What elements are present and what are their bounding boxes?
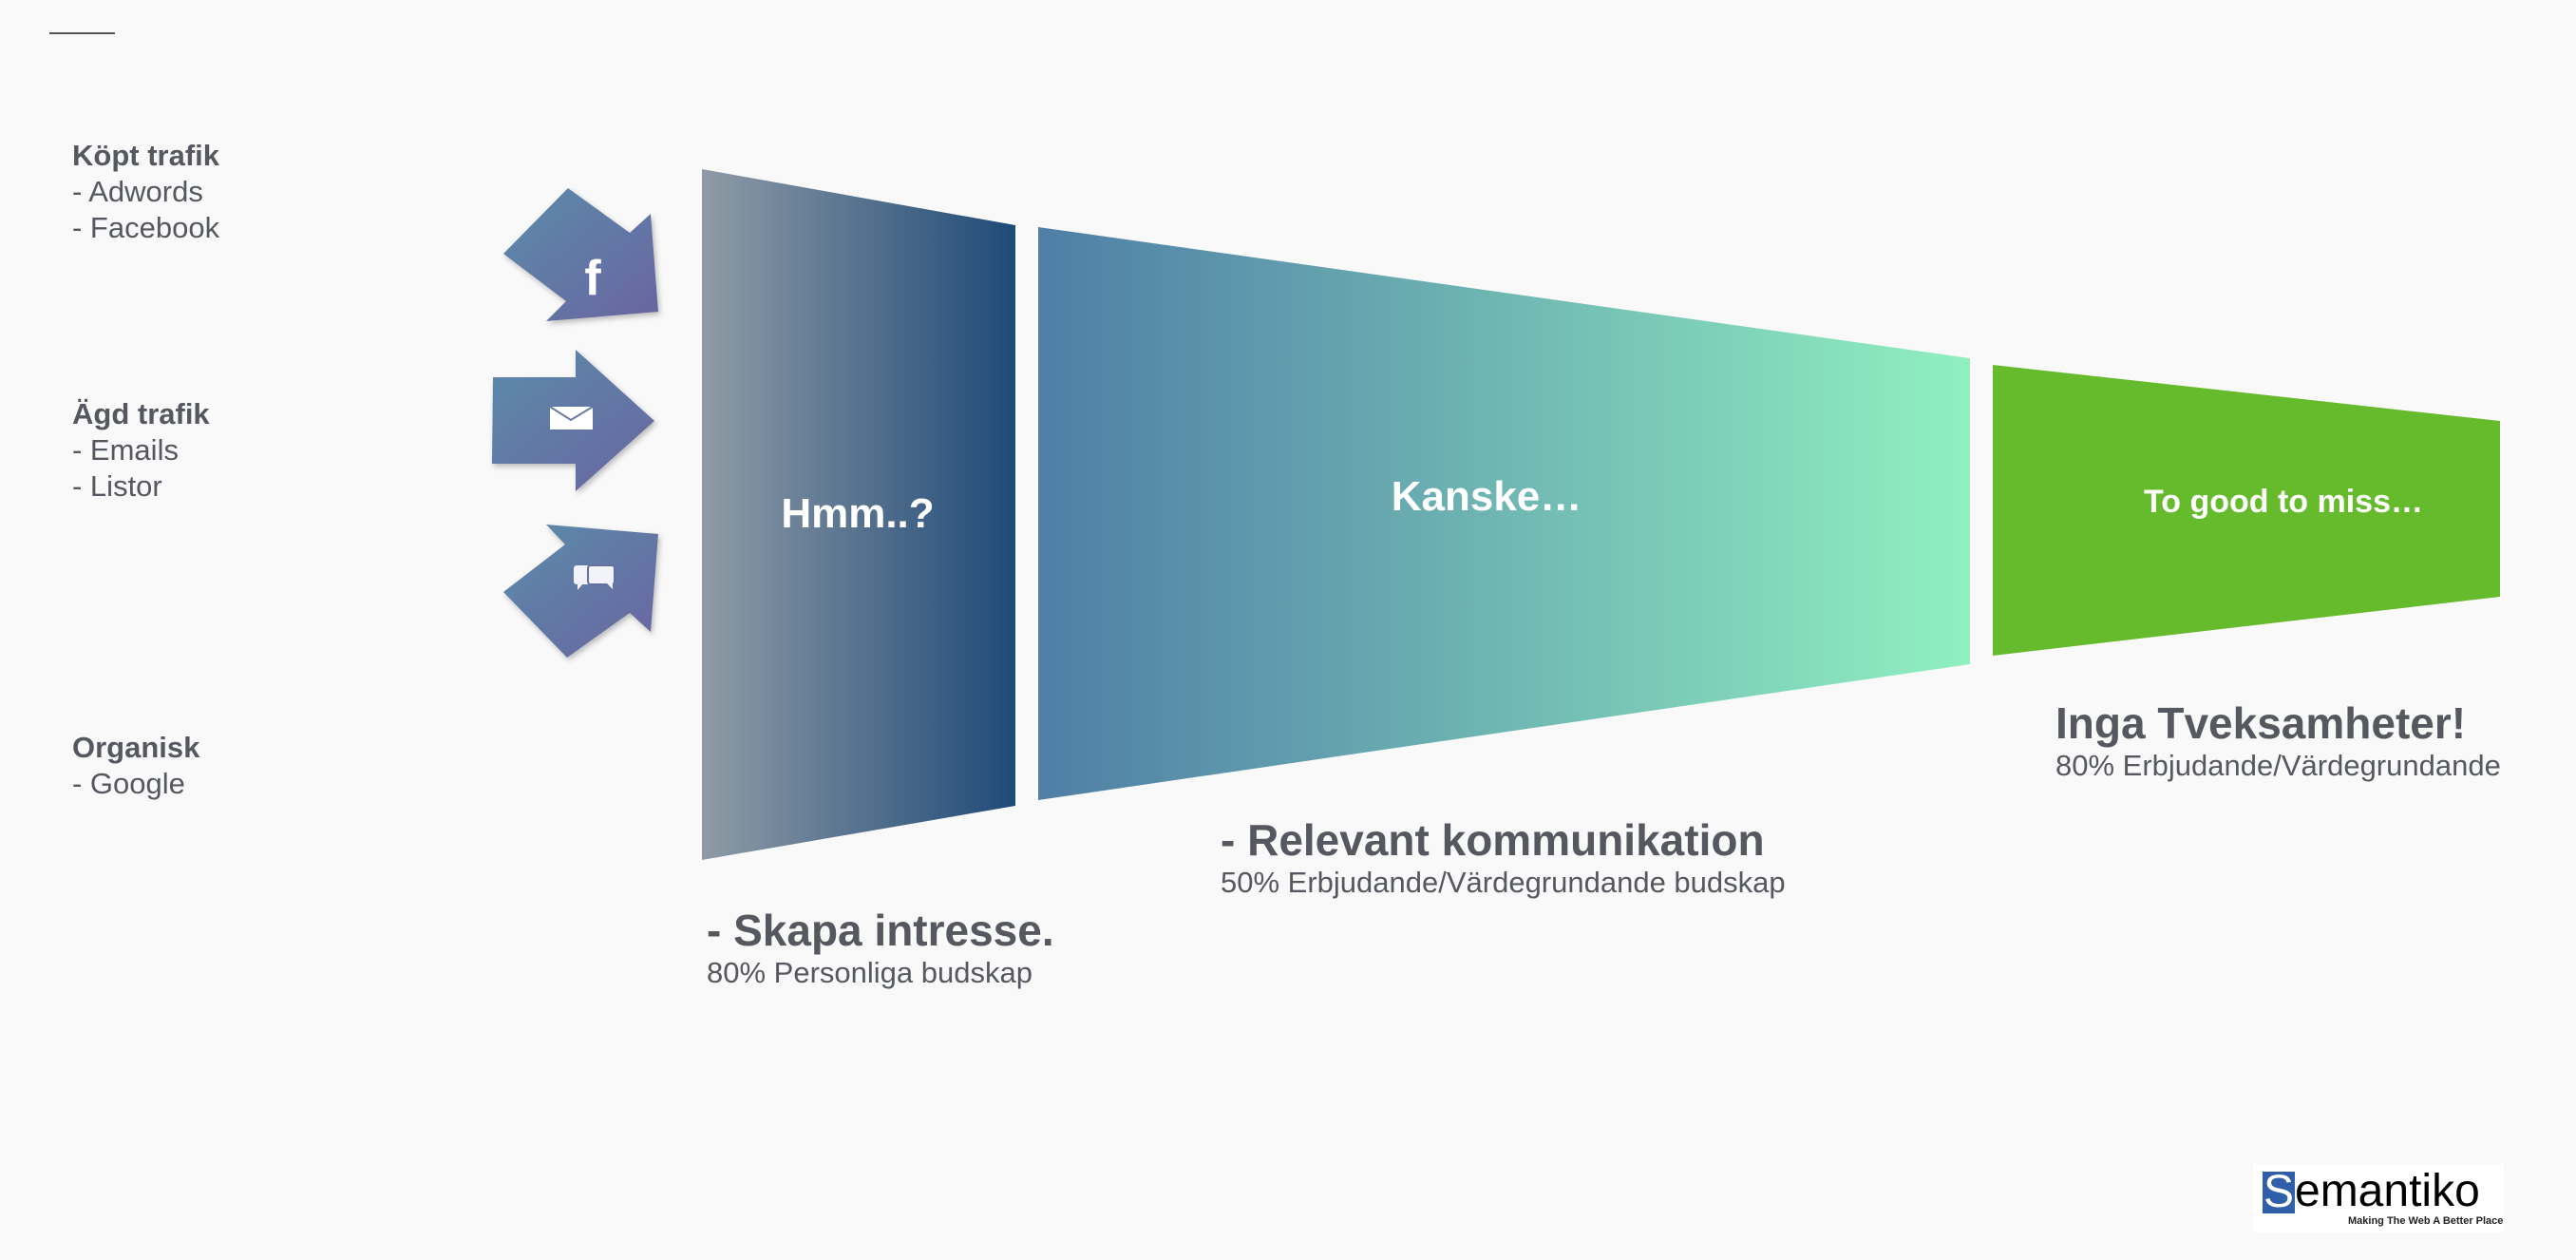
source-kopt-trafik: Köpt trafik - Adwords - Facebook [72,138,219,246]
source-title: Organisk [72,731,200,764]
stage-subtitle: 50% Erbjudande/Värdegrundande budskap [1221,866,1786,899]
source-item: - Emails [72,433,179,467]
funnel-stage-2 [1038,227,1970,800]
stage-2-caption: - Relevant kommunikation 50% Erbjudande/… [1221,815,1786,901]
logo-wordmark: emantiko [2295,1166,2480,1216]
logo-tagline: Making The Web A Better Place [2348,1215,2504,1227]
source-title: Ägd trafik [72,397,210,430]
stage-subtitle: 80% Personliga budskap [707,956,1032,989]
facebook-icon: f [584,251,601,306]
source-item: - Listor [72,469,162,503]
stage-3-label: To good to miss… [2144,484,2423,520]
stage-title: - Relevant kommunikation [1221,815,1765,865]
stage-3-caption: Inga Tveksamheter! 80% Erbjudande/Värdeg… [2055,698,2501,784]
source-item: - Google [72,767,185,800]
source-organisk: Organisk - Google [72,730,199,802]
stage-title: - Skapa intresse. [707,906,1054,955]
envelope-icon [549,406,594,430]
arrow-email [492,350,654,491]
source-title: Köpt trafik [72,139,219,172]
stage-1-label: Hmm..? [781,490,934,537]
stage-2-label: Kanske… [1392,473,1582,520]
semantiko-logo: S emantiko Making The Web A Better Place [2253,1164,2504,1232]
source-agd-trafik: Ägd trafik - Emails - Listor [72,396,210,505]
stage-subtitle: 80% Erbjudande/Värdegrundande [2055,749,2501,782]
source-item: - Facebook [72,211,220,244]
source-item: - Adwords [72,175,203,208]
chat-bubbles-icon [574,564,616,590]
stage-title: Inga Tveksamheter! [2055,698,2467,748]
stage-1-caption: - Skapa intresse. 80% Personliga budskap [707,906,1054,991]
logo-letter: S [2263,1167,2295,1217]
top-divider [49,32,115,34]
arrow-chat [503,525,658,658]
funnel-stage-3 [1993,365,2500,656]
funnel-stage-1 [702,169,1015,860]
arrow-facebook: f [503,188,658,321]
